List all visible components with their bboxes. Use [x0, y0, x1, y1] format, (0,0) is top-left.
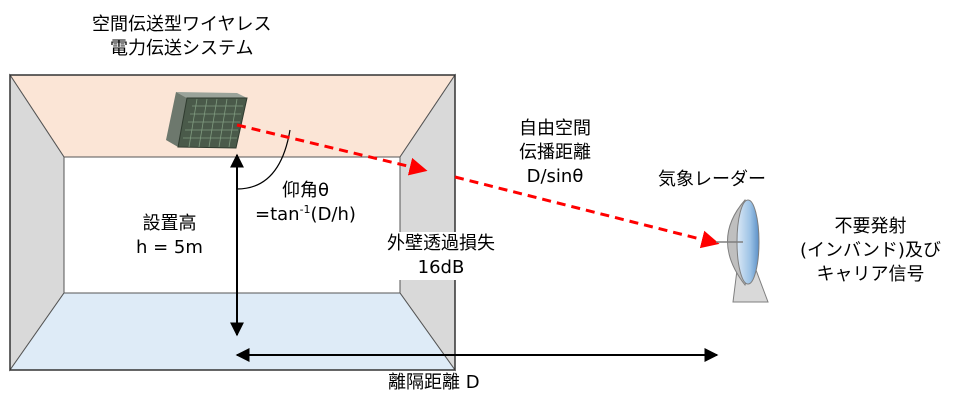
- free-space-propagation-label: 自由空間 伝播距離 D/sinθ: [519, 118, 591, 187]
- elevation-angle-label: 仰角θ =tan-1(D/h): [255, 180, 356, 225]
- beam-indoor-segment: [236, 123, 428, 176]
- antenna-panel-icon: [166, 92, 248, 149]
- emission-label: 不要発射 (インバンド)及び キャリア信号: [800, 216, 941, 285]
- installation-height-label: 設置高 h = 5m: [136, 213, 203, 258]
- room-outline: [9, 74, 456, 371]
- wall-penetration-loss-label: 外壁透過損失 16dB: [383, 232, 499, 280]
- system-title-label: 空間伝送型ワイヤレス 電力伝送システム: [92, 14, 272, 59]
- separation-distance-label: 離隔距離 D: [388, 372, 480, 393]
- weather-radar-dish-icon: [716, 199, 769, 303]
- room-floor: [9, 292, 456, 371]
- weather-radar-label: 気象レーダー: [658, 169, 766, 190]
- elevation-angle-arc: [236, 129, 291, 190]
- elevation-formula: =tan-1(D/h): [255, 203, 356, 225]
